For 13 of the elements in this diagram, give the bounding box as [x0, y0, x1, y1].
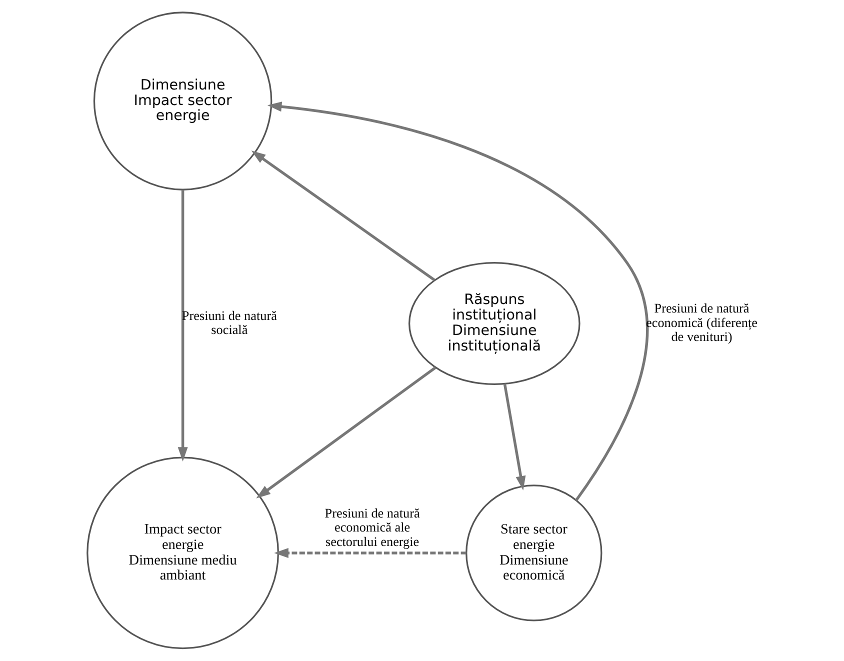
arrow	[267, 102, 648, 502]
node-ellipse: Răspuns instituțional Dimensiune instituțională	[408, 262, 580, 386]
arrow	[274, 548, 466, 558]
node-circle: Dimensiune Impact sector energie	[93, 12, 272, 190]
edge-label: Presiuni de natură economică (diferențe de venituri)	[646, 300, 758, 344]
arrow	[178, 190, 188, 462]
edge-label: Presiuni de natură economică ale sectorului energie	[324, 505, 420, 549]
arrow	[503, 384, 526, 490]
edge-label: Presiuni de natură socială	[182, 308, 277, 338]
arrow	[256, 366, 436, 498]
node-circle: Impact sector energie Dimensiune mediu ambiant	[86, 456, 280, 650]
node-circle: Stare sector energie Dimensiune economică	[466, 484, 602, 622]
arrow	[251, 150, 436, 282]
